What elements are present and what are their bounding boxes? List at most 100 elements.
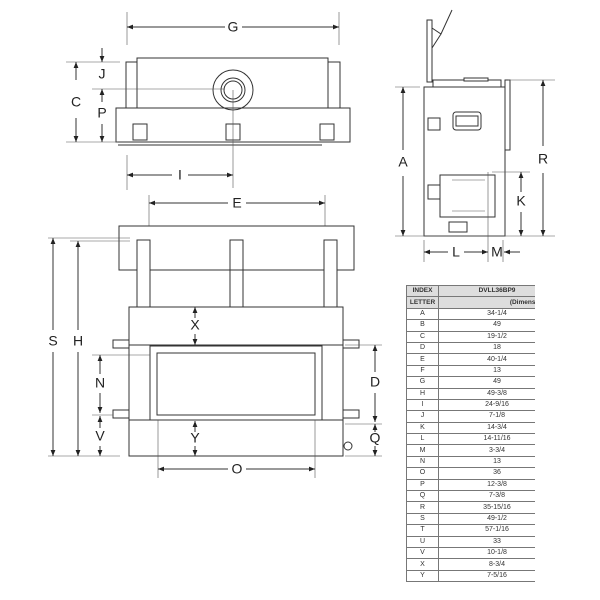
- dim-label-c: C: [71, 94, 81, 110]
- dim-label-r: R: [538, 151, 548, 167]
- table-cell-value: 35-15/16: [438, 501, 535, 514]
- table-cell-letter: A: [406, 307, 439, 321]
- table-cell-value: 33: [438, 535, 535, 549]
- dim-label-k: K: [516, 193, 526, 209]
- header-units: (Dimensions): [438, 296, 535, 309]
- side-view: A R K L M: [395, 9, 555, 262]
- table-cell-letter: K: [406, 421, 439, 435]
- table-cell-letter: Q: [406, 490, 439, 503]
- dim-label-d: D: [370, 374, 380, 390]
- table-cell-letter: B: [406, 319, 439, 332]
- table-cell-value: 49-3/8: [438, 387, 535, 400]
- table-cell-letter: C: [406, 330, 439, 343]
- dim-label-l: L: [452, 244, 460, 260]
- table-cell-letter: U: [406, 535, 439, 549]
- table-cell-value: 7-1/8: [438, 410, 535, 423]
- table-cell-letter: J: [406, 410, 439, 423]
- table-cell-letter: P: [406, 478, 439, 492]
- dim-label-x: X: [190, 317, 200, 333]
- front-view: E S H X N V Y O D Q: [48, 195, 382, 478]
- top-view: G J C P I: [66, 12, 351, 190]
- table-cell-value: 12-3/8: [438, 478, 535, 492]
- dim-label-v: V: [95, 428, 105, 444]
- dim-label-e: E: [232, 195, 241, 211]
- table-cell-letter: T: [406, 524, 439, 537]
- dim-label-o: O: [232, 461, 243, 477]
- table-cell-letter: R: [406, 501, 439, 514]
- dim-label-p: P: [97, 105, 106, 121]
- dim-label-n: N: [95, 375, 105, 391]
- dim-label-y: Y: [190, 430, 200, 446]
- table-cell-value: 19-1/2: [438, 330, 535, 343]
- table-cell-value: 10-1/8: [438, 546, 535, 560]
- dim-label-a: A: [398, 154, 408, 170]
- table-cell-letter: L: [406, 433, 439, 446]
- table-cell-value: 7-5/16: [438, 569, 535, 583]
- dimension-table: INDEX DVLL36BP9 LETTER (Dimensions) A34-…: [406, 285, 535, 583]
- header-letter: LETTER: [406, 296, 439, 309]
- table-cell-value: 57-1/16: [438, 524, 535, 537]
- table-cell-letter: X: [406, 558, 439, 571]
- dim-label-h: H: [73, 333, 83, 349]
- dim-label-m: M: [491, 244, 503, 260]
- table-cell-value: 14-11/16: [438, 433, 535, 446]
- table-cell-letter: D: [406, 341, 439, 355]
- table-cell-value: 49: [438, 319, 535, 332]
- dimension-table-container: INDEX DVLL36BP9 LETTER (Dimensions) A34-…: [406, 285, 535, 583]
- table-cell-value: 8-3/4: [438, 558, 535, 571]
- table-cell-value: 24-9/16: [438, 398, 535, 412]
- table-cell-letter: E: [406, 353, 439, 366]
- table-cell-value: 34-1/4: [438, 307, 535, 321]
- table-cell-letter: G: [406, 376, 439, 389]
- table-cell-letter: O: [406, 467, 439, 480]
- table-cell-letter: F: [406, 364, 439, 378]
- dim-label-s: S: [48, 333, 57, 349]
- table-cell-value: 18: [438, 341, 535, 355]
- table-cell-letter: N: [406, 455, 439, 469]
- table-cell-letter: M: [406, 444, 439, 457]
- table-cell-letter: I: [406, 398, 439, 412]
- dim-label-j: J: [99, 66, 106, 82]
- header-index: INDEX: [406, 285, 439, 298]
- table-cell-value: 7-3/8: [438, 490, 535, 503]
- table-cell-value: 13: [438, 455, 535, 469]
- table-cell-letter: S: [406, 512, 439, 526]
- dim-label-q: Q: [370, 430, 381, 446]
- table-cell-value: 49-1/2: [438, 512, 535, 526]
- table-cell-value: 49: [438, 376, 535, 389]
- table-cell-value: 14-3/4: [438, 421, 535, 435]
- dim-label-g: G: [228, 19, 239, 35]
- table-cell-value: 36: [438, 467, 535, 480]
- header-model: DVLL36BP9: [438, 285, 535, 298]
- table-cell-letter: H: [406, 387, 439, 400]
- dim-label-i: I: [178, 167, 182, 183]
- table-cell-letter: Y: [406, 569, 439, 583]
- table-cell-value: 13: [438, 364, 535, 378]
